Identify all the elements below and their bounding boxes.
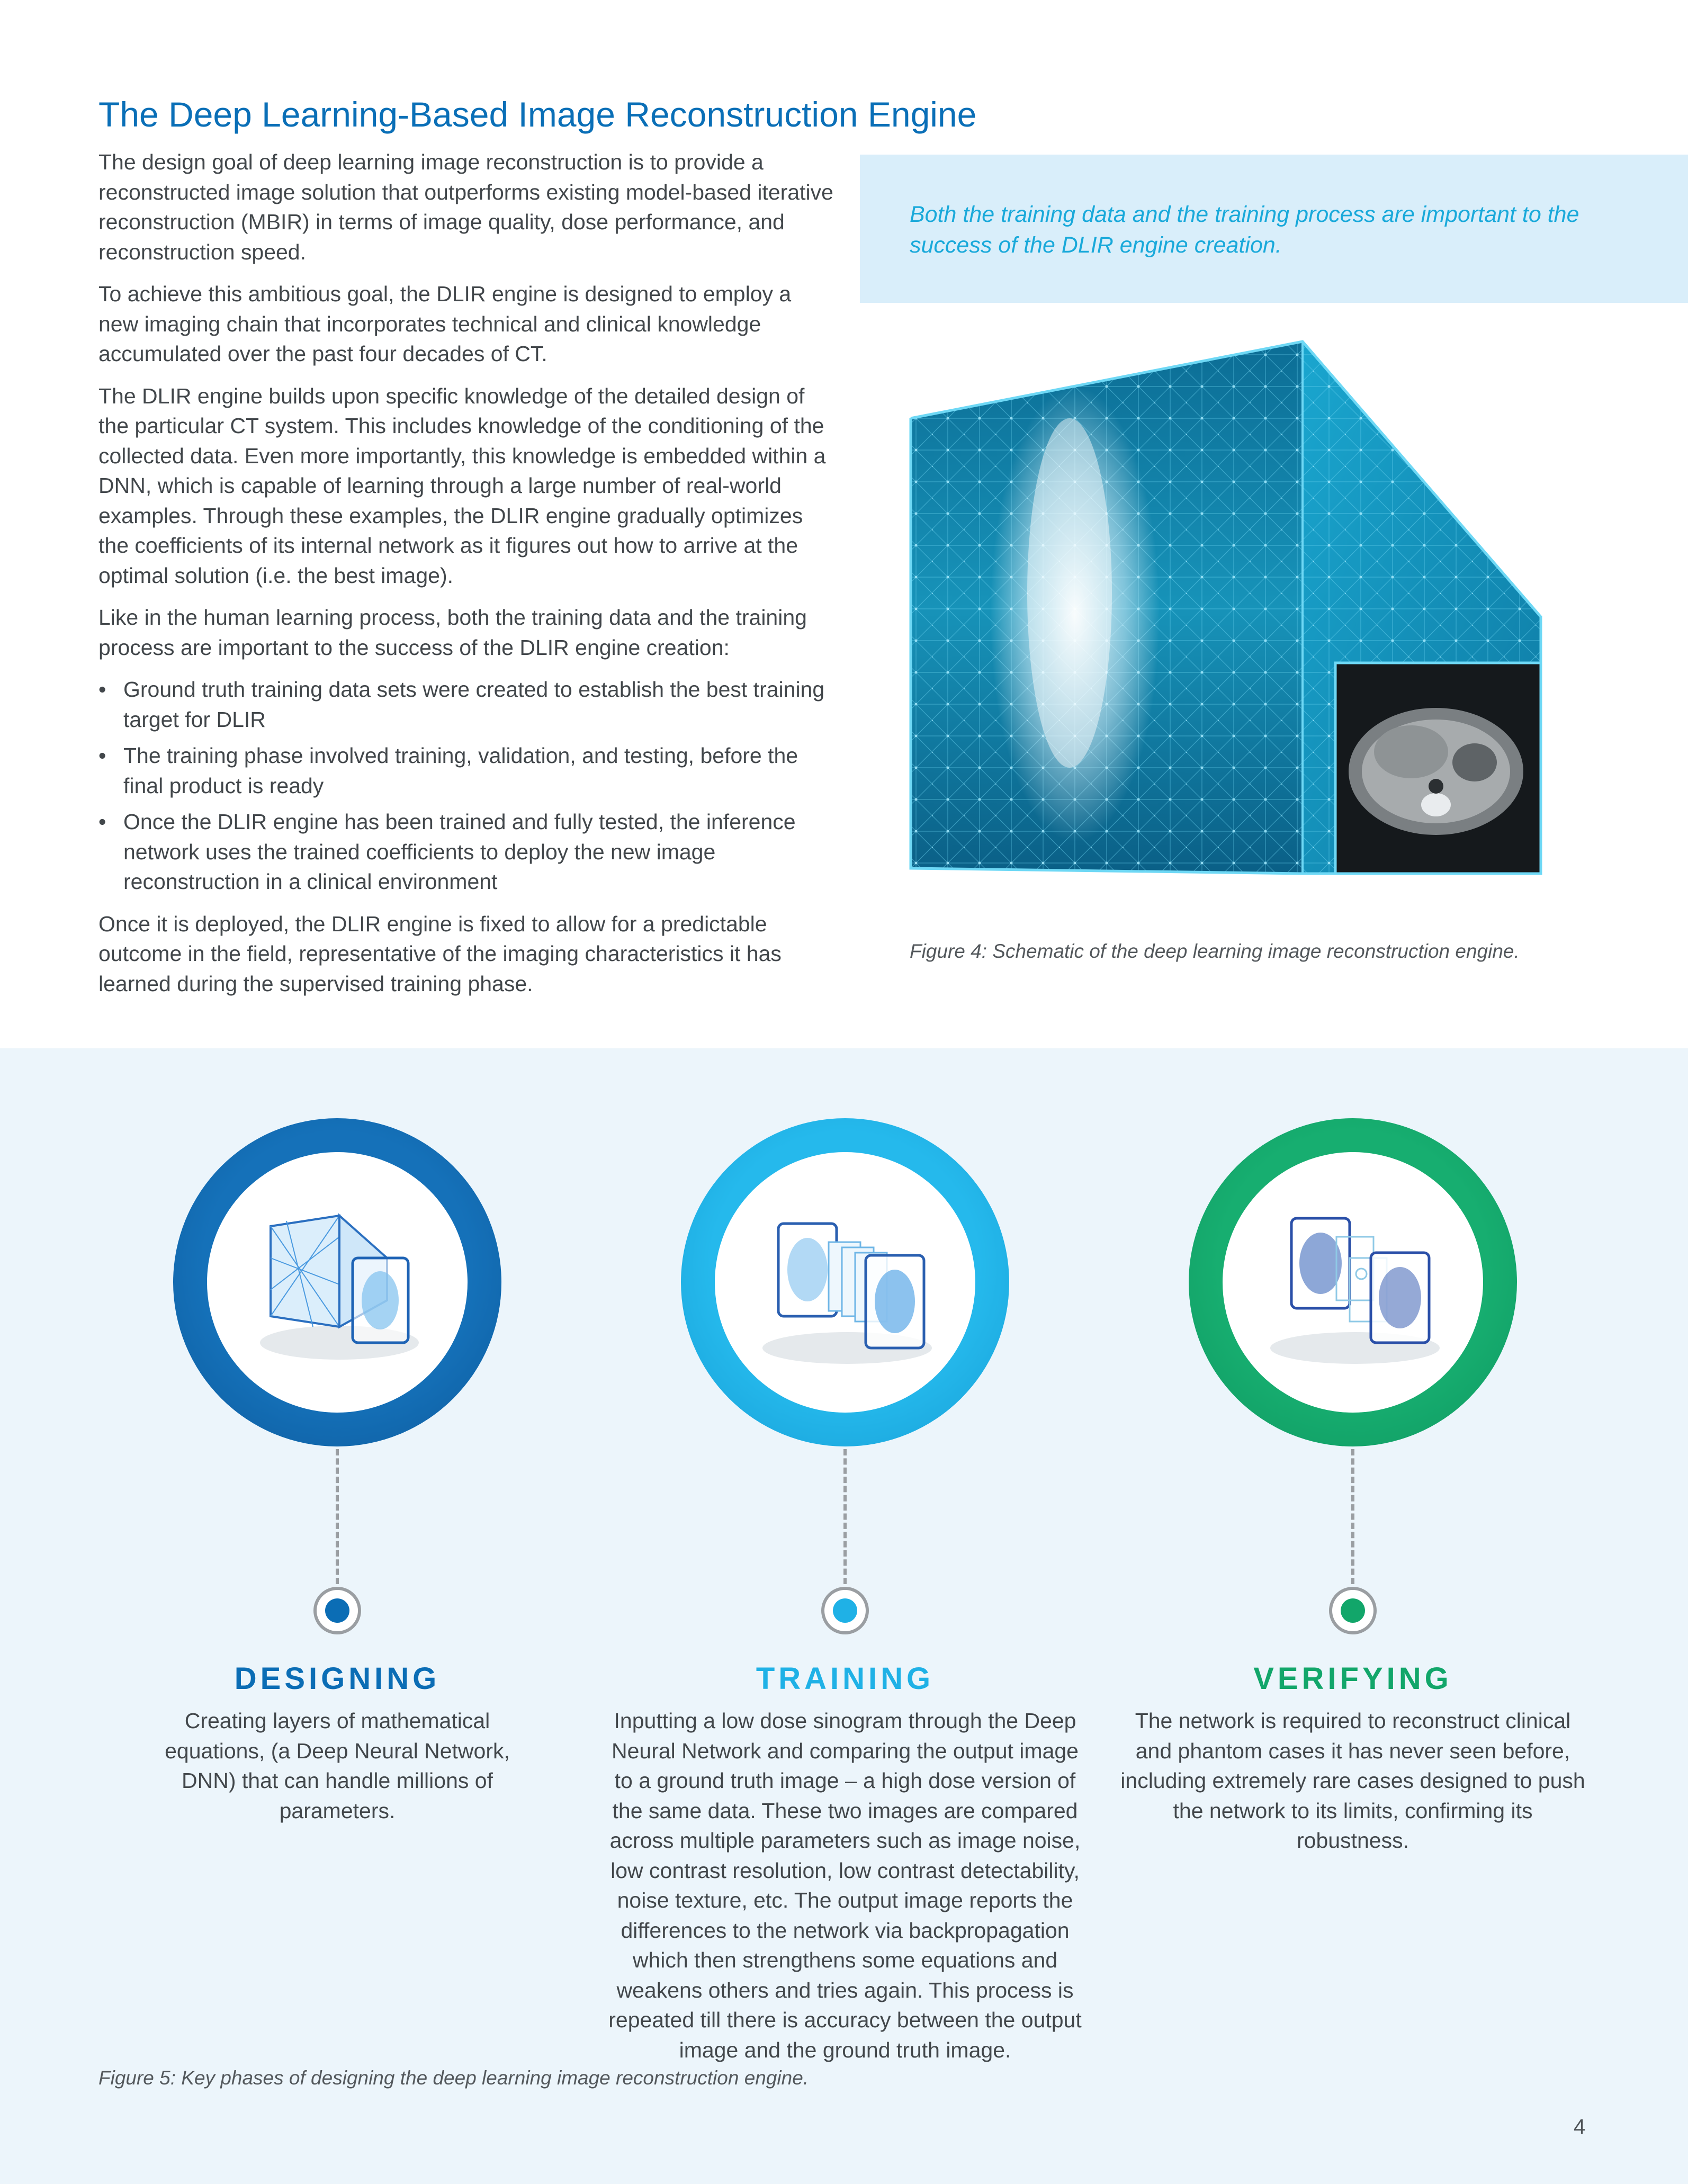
connector-line [1351, 1449, 1354, 1584]
phase-description: Creating layers of mathematical equation… [165, 1709, 510, 1823]
bullet-item: Ground truth training data sets were cre… [98, 675, 834, 734]
bullet-list: Ground truth training data sets were cre… [98, 675, 834, 897]
bullet-item: The training phase involved training, va… [98, 741, 834, 801]
phase-description: Inputting a low dose sinogram through th… [608, 1709, 1082, 2062]
bullet-item: Once the DLIR engine has been trained an… [98, 807, 834, 897]
timeline-node [821, 1587, 869, 1634]
timeline-node [313, 1587, 361, 1634]
page-number: 4 [1574, 2115, 1586, 2138]
phase-title: DESIGNING [234, 1661, 441, 1696]
connector-line [843, 1449, 847, 1584]
intro-paragraph: The DLIR engine builds upon specific kno… [98, 383, 826, 588]
phase-title: TRAINING [756, 1661, 935, 1696]
dlir-engine-cube-figure [900, 339, 1551, 921]
timeline-node [1329, 1587, 1377, 1634]
figure-5-caption: Figure 5: Key phases of designing the de… [98, 2067, 809, 2089]
figure-4-caption: Figure 4: Schematic of the deep learning… [910, 940, 1520, 962]
closing-paragraph: Once it is deployed, the DLIR engine is … [98, 911, 782, 996]
network-cube-icon [207, 1152, 468, 1413]
pull-quote-callout: Both the training data and the training … [860, 155, 1688, 303]
phase-title: VERIFYING [1253, 1661, 1452, 1696]
intro-paragraph: The design goal of deep learning image r… [98, 150, 833, 264]
verify-images-icon [1223, 1152, 1483, 1413]
pull-quote-text: Both the training data and the training … [910, 202, 1579, 258]
intro-paragraph: To achieve this ambitious goal, the DLIR… [98, 282, 792, 366]
page-title: The Deep Learning-Based Image Reconstruc… [98, 95, 977, 134]
connector-line [336, 1449, 339, 1584]
body-text-column: The design goal of deep learning image r… [98, 147, 834, 1011]
layered-images-icon [715, 1152, 975, 1413]
intro-paragraph: Like in the human learning process, both… [98, 605, 807, 660]
phase-description: The network is required to reconstruct c… [1120, 1709, 1585, 1853]
network-cube-illustration [909, 340, 1542, 875]
